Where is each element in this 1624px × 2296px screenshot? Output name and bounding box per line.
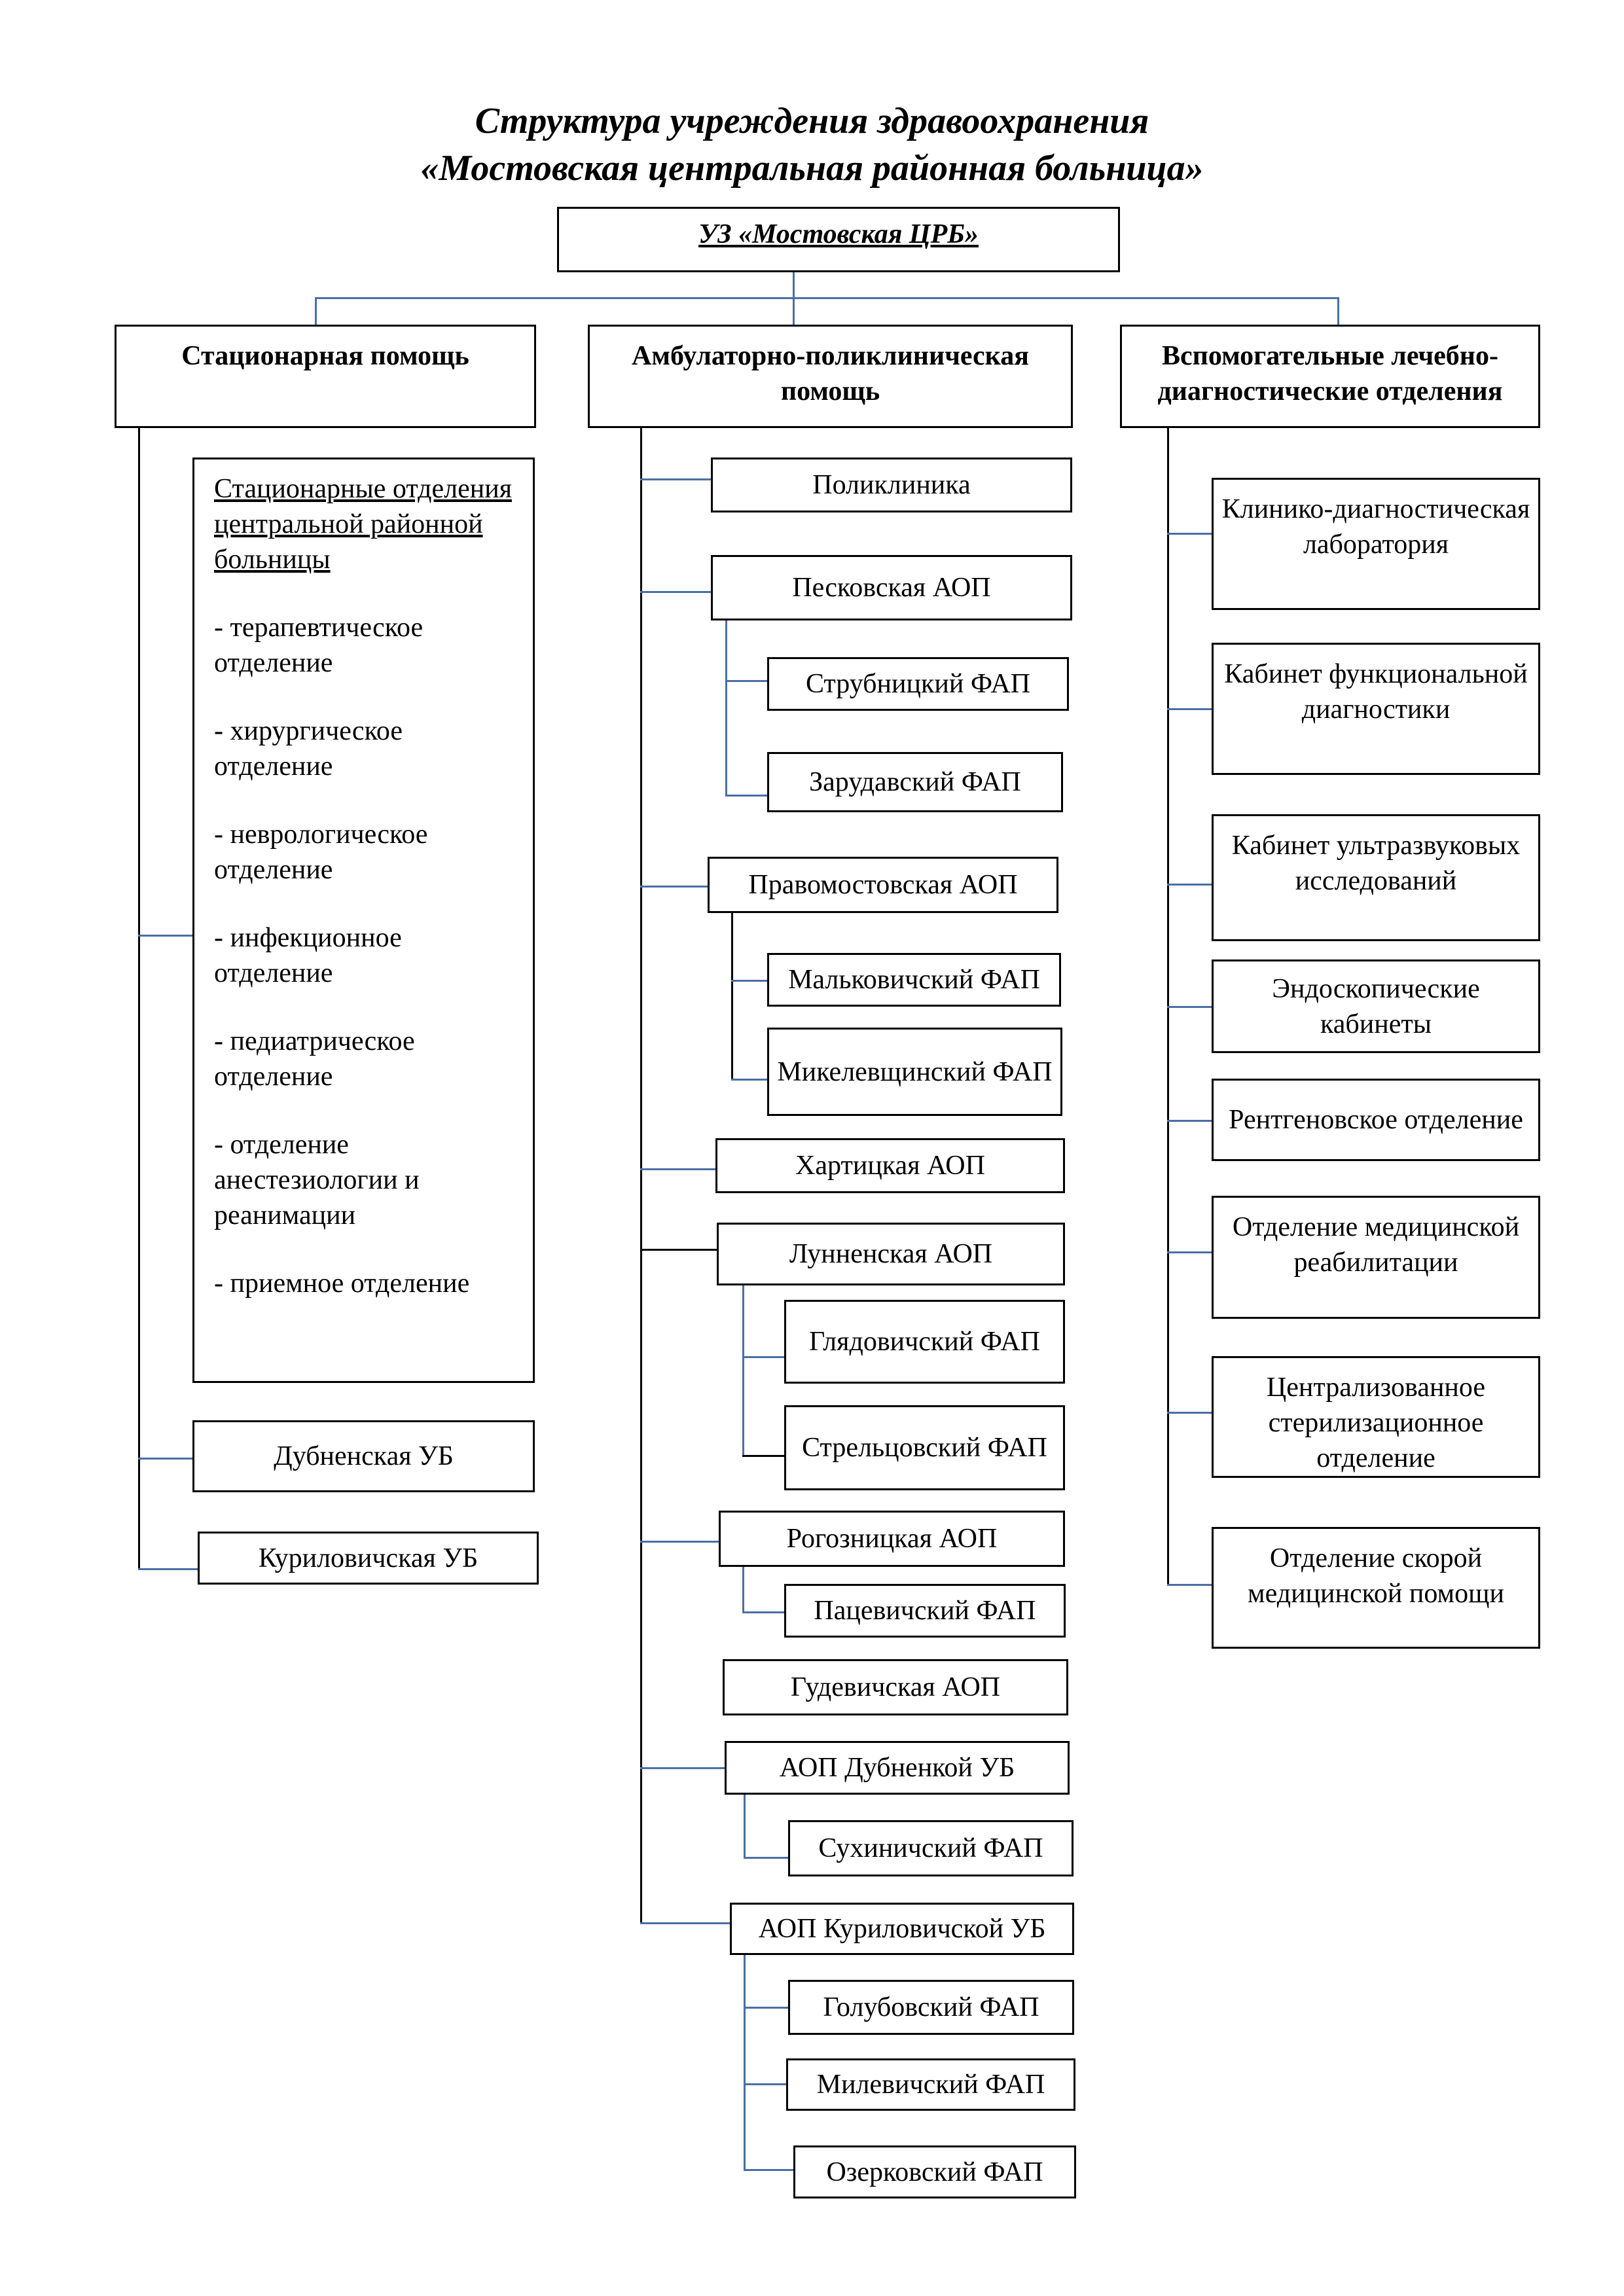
aux-unit-ambulance: Отделение скорой медицинской помощи: [1212, 1527, 1540, 1649]
fap-box: Милевичский ФАП: [786, 2058, 1075, 2111]
fap-box: Пацевичский ФАП: [784, 1584, 1066, 1638]
connector: [640, 1922, 730, 1924]
department-item: - отделение анестезиологии и реанимации: [214, 1130, 420, 1230]
fap-box: Микелевщинский ФАП: [767, 1028, 1062, 1116]
inpatient-unit-dubnenskaya: Дубненская УБ: [192, 1420, 535, 1492]
connector: [742, 1567, 744, 1613]
connector: [1167, 1006, 1212, 1008]
connector: [1167, 884, 1212, 886]
aux-unit-ultrasound: Кабинет ультразвуковых исследований: [1212, 814, 1540, 941]
connector: [138, 935, 193, 937]
connector: [315, 297, 317, 325]
connector: [138, 1458, 193, 1460]
department-item: - неврологическое отделение: [214, 819, 428, 885]
connector: [731, 980, 768, 982]
connector: [744, 1857, 789, 1859]
connector: [744, 1955, 746, 2171]
connector: [1167, 533, 1212, 535]
aop-box: Правомостовская АОП: [708, 857, 1058, 913]
connector: [138, 428, 140, 1570]
connector: [742, 1285, 744, 1456]
connector: [731, 913, 733, 1081]
connector: [744, 1795, 746, 1858]
connector: [1337, 297, 1339, 325]
connector: [744, 2083, 789, 2085]
column-header-outpatient: Амбулаторно-поликлиническая помощь: [588, 325, 1073, 428]
connector: [725, 620, 727, 796]
outpatient-polyclinic: Поликлиника: [711, 457, 1072, 512]
connector: [1167, 1584, 1212, 1586]
department-item: - инфекционное отделение: [214, 923, 402, 988]
connector: [640, 886, 708, 888]
connector: [315, 297, 1339, 299]
connector: [725, 680, 768, 682]
connector: [640, 478, 711, 480]
connector: [640, 428, 642, 1924]
aop-box: Гудевичская АОП: [723, 1659, 1068, 1715]
connector: [742, 1356, 785, 1358]
connector: [138, 1568, 198, 1570]
department-item: - хирургическое отделение: [214, 716, 403, 781]
connector: [640, 591, 711, 593]
aux-unit-xray: Рентгеновское отделение: [1212, 1079, 1540, 1161]
department-item: - педиатрическое отделение: [214, 1026, 415, 1092]
aux-unit-endoscopy: Эндоскопические кабинеты: [1212, 960, 1540, 1053]
fap-box: Глядовичский ФАП: [784, 1300, 1065, 1384]
aux-unit-sterilization: Централизованное стерилизационное отделе…: [1212, 1356, 1540, 1478]
aop-box: АОП Куриловичской УБ: [730, 1903, 1074, 1955]
connector: [640, 1168, 715, 1170]
fap-box: Сухиничский ФАП: [788, 1820, 1074, 1876]
connector: [793, 297, 795, 325]
connector: [793, 272, 795, 298]
column-header-auxiliary: Вспомогательные лечебно-диагностические …: [1120, 325, 1540, 428]
page-title-line-2: «Мостовская центральная районная больниц…: [420, 148, 1204, 188]
connector: [742, 1611, 785, 1613]
fap-box: Голубовский ФАП: [788, 1980, 1074, 2035]
connector: [640, 1541, 719, 1543]
department-item: - терапевтическое отделение: [214, 613, 424, 678]
connector: [640, 1249, 717, 1251]
aop-box: Лунненская АОП: [717, 1223, 1065, 1285]
fap-box: Озерковский ФАП: [793, 2145, 1076, 2198]
connector: [1167, 1412, 1212, 1414]
department-item: - приемное отделение: [214, 1268, 470, 1299]
inpatient-unit-kurilovichskaya: Куриловичская УБ: [198, 1532, 539, 1585]
inpatient-departments-heading: Стационарные отделения центральной район…: [214, 474, 513, 575]
connector: [744, 2007, 789, 2009]
connector: [731, 1079, 768, 1081]
connector: [744, 2169, 794, 2171]
connector: [725, 795, 768, 797]
connector: [1167, 708, 1212, 710]
aux-unit-lab: Клинико-диагностическая лаборатория: [1212, 478, 1540, 610]
aop-box: Песковская АОП: [711, 555, 1072, 620]
aop-box: Рогозницкая АОП: [719, 1511, 1065, 1567]
aux-unit-functional-diagnostics: Кабинет функциональной диагностики: [1212, 643, 1540, 775]
connector: [742, 1455, 785, 1457]
connector: [1167, 1120, 1212, 1122]
connector: [640, 1767, 725, 1769]
aop-box: Хартицкая АОП: [715, 1138, 1065, 1193]
aux-unit-rehabilitation: Отделение медицинской реабилитации: [1212, 1196, 1540, 1319]
column-header-inpatient: Стационарная помощь: [115, 325, 536, 428]
connector: [1167, 1251, 1212, 1253]
page-title-line-1: Структура учреждения здравоохранения: [475, 101, 1149, 141]
aop-box: АОП Дубненкой УБ: [725, 1741, 1070, 1795]
root-node: УЗ «Мостовская ЦРБ»: [557, 207, 1120, 272]
fap-box: Струбницкий ФАП: [767, 657, 1069, 711]
fap-box: Стрельцовский ФАП: [784, 1405, 1065, 1490]
fap-box: Зарудавский ФАП: [767, 752, 1063, 812]
fap-box: Мальковичский ФАП: [767, 953, 1061, 1007]
inpatient-departments-box: Стационарные отделения центральной район…: [192, 457, 535, 1383]
